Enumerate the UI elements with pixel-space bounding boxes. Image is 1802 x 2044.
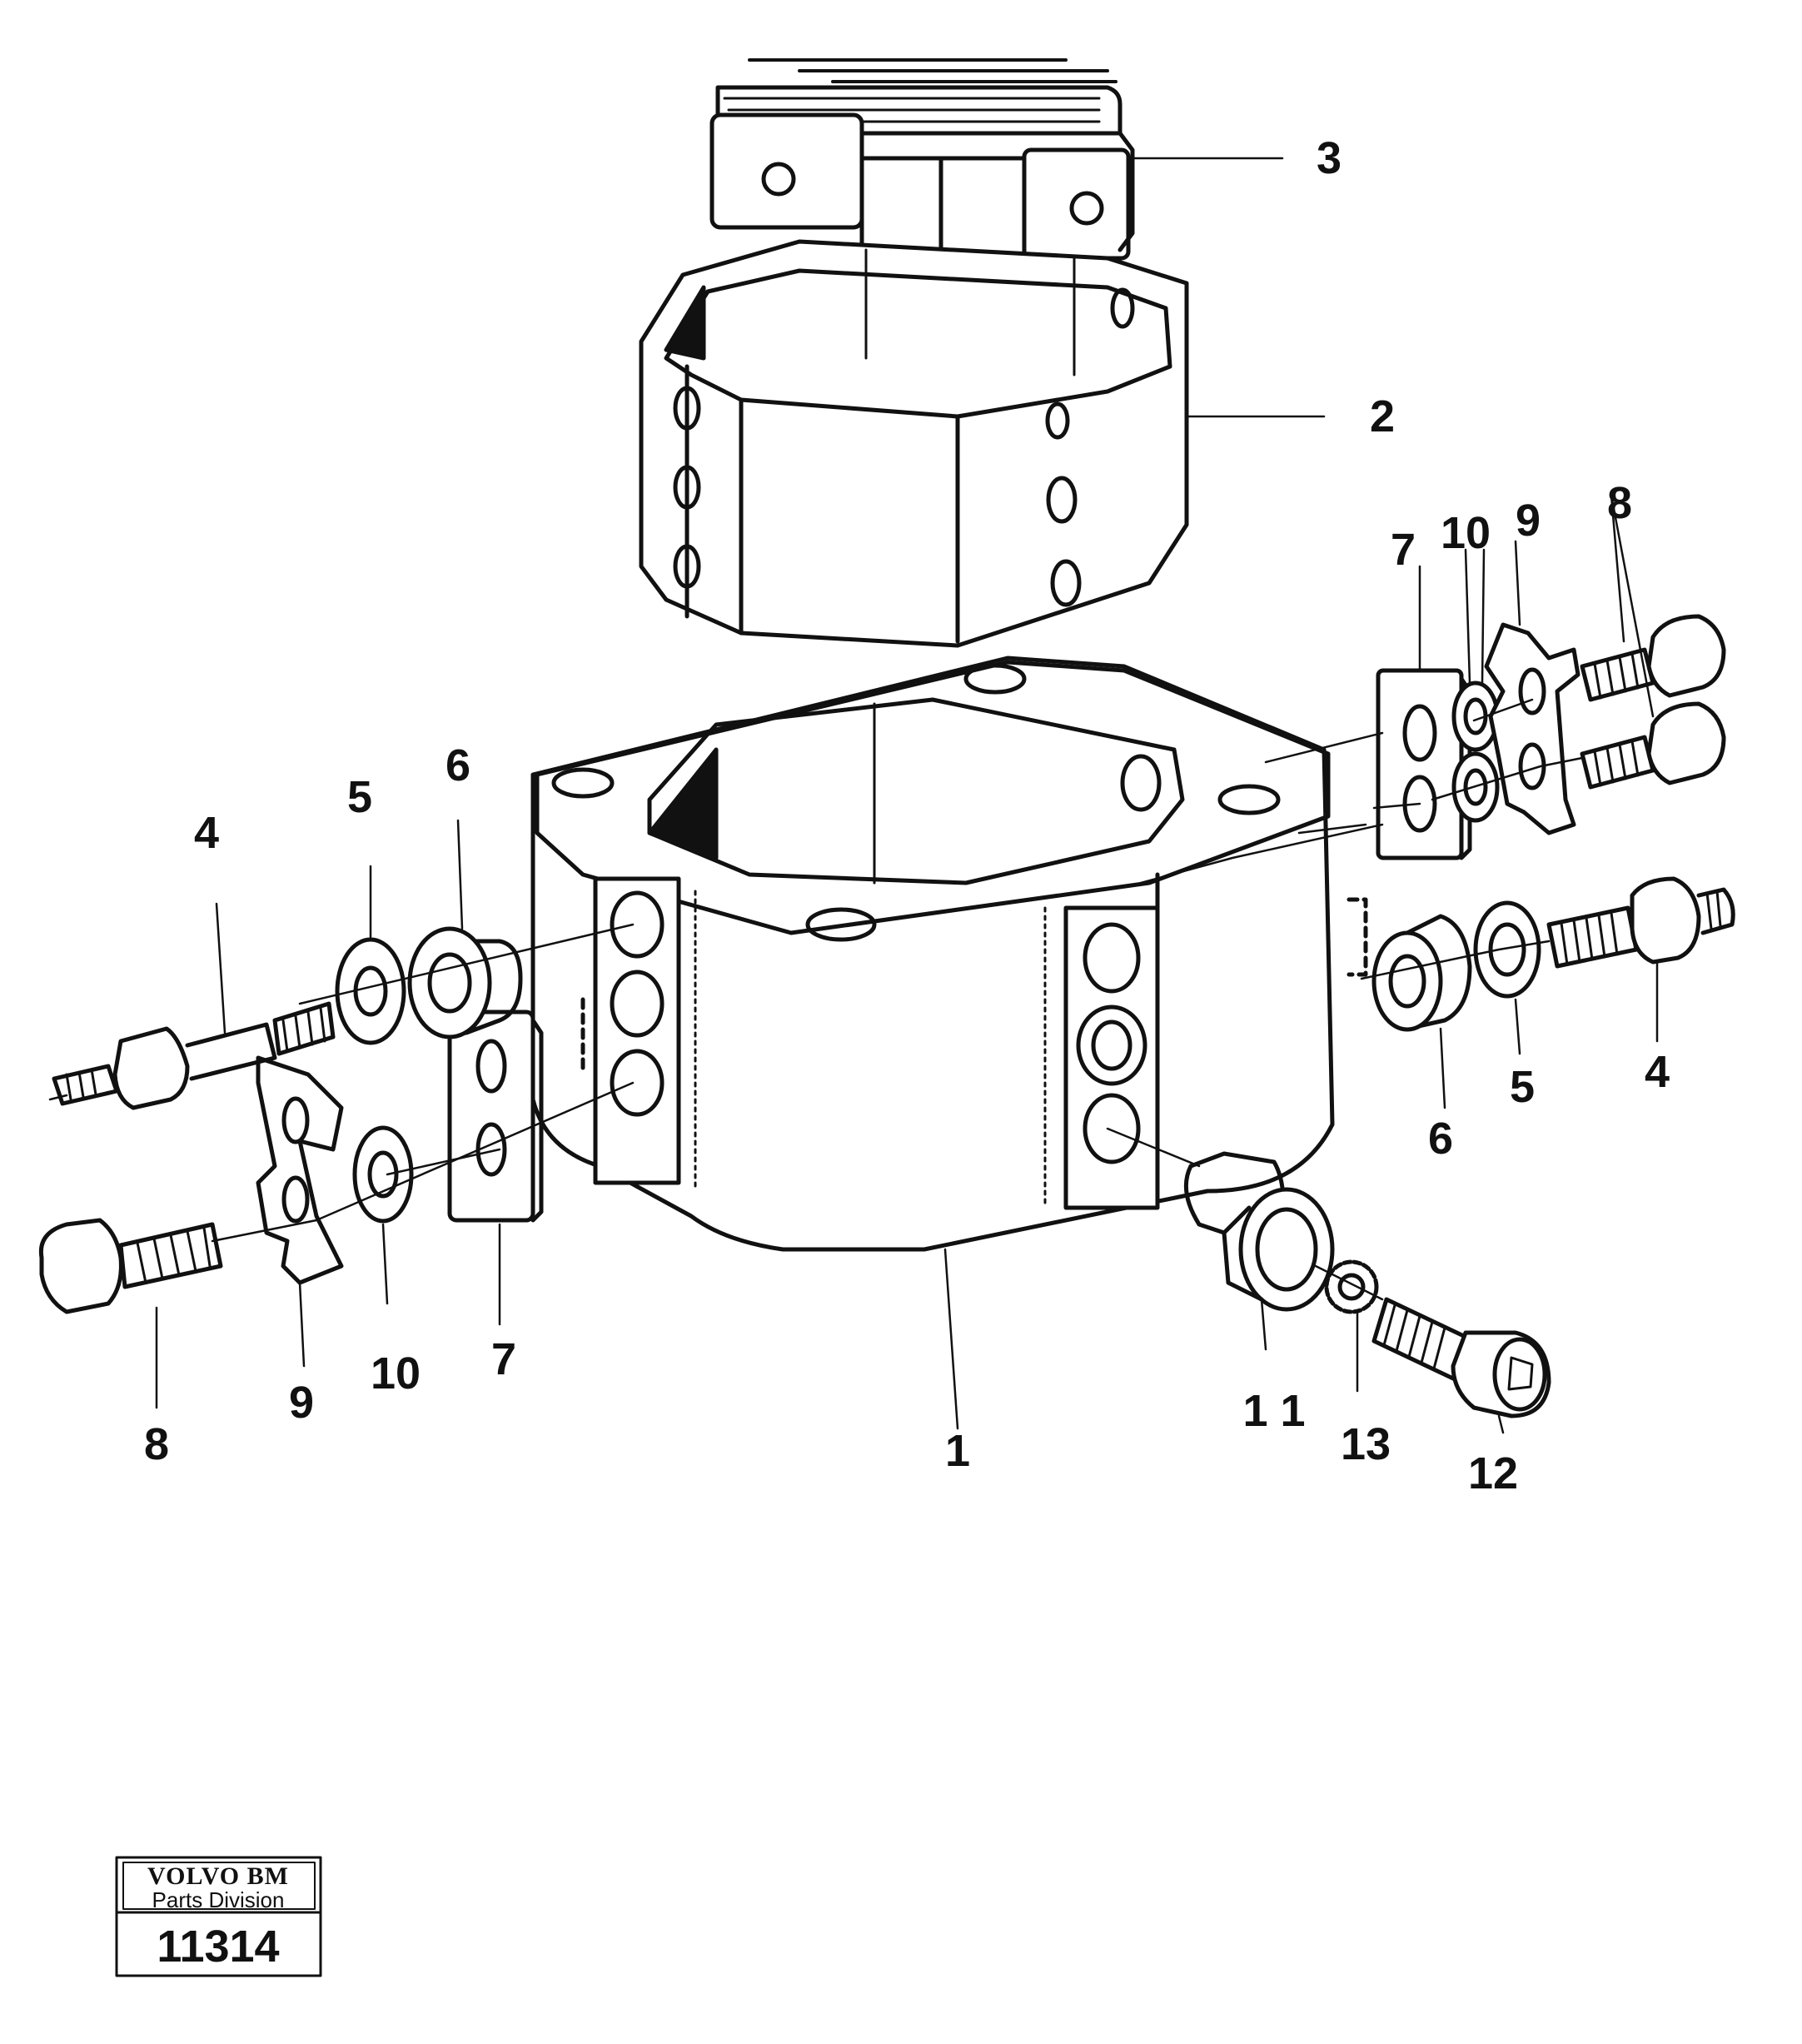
volvo-bm-plate [115, 1856, 322, 1977]
part-8-bolt-left [38, 1218, 223, 1314]
callout-2: 2 [1370, 391, 1395, 441]
callout-6-right: 6 [1428, 1114, 1453, 1164]
plate-division: Parts Division [152, 1887, 285, 1912]
callout-6-left: 6 [446, 740, 470, 790]
callout-4-right: 4 [1645, 1047, 1670, 1097]
part-6-spacer-left [407, 926, 523, 1039]
part-11-bushing [1183, 1151, 1335, 1312]
part-4-stud-left [52, 1001, 336, 1110]
part-9-lock-plate-left [256, 1055, 344, 1285]
callout-8-right: 8 [1607, 478, 1632, 528]
part-8-bolts-right [1580, 614, 1726, 790]
part-3-rubber-pad [709, 58, 1135, 261]
callout-10-left: 10 [371, 1349, 421, 1398]
plate-number: 11314 [157, 1922, 279, 1972]
callout-7-right: 7 [1391, 525, 1416, 575]
part-5-washer-left [335, 937, 406, 1045]
callout-13: 13 [1341, 1419, 1391, 1469]
part-6-spacer-right [1371, 914, 1472, 1032]
part-13-serrated-washer [1324, 1259, 1379, 1314]
callout-10-right: 10 [1441, 508, 1491, 558]
plate-brand: VOLVO BM [147, 1862, 289, 1890]
callout-9-left: 9 [289, 1378, 314, 1428]
callout-4-left: 4 [194, 808, 219, 858]
plate-text: VOLVO BM Parts Division 11314 [147, 1862, 289, 1972]
callout-5-left: 5 [347, 772, 372, 822]
callout-3: 3 [1317, 133, 1342, 183]
part-4-stud-right [1546, 876, 1735, 969]
callout-5-right: 5 [1510, 1062, 1535, 1112]
callout-1: 1 [945, 1426, 970, 1476]
callout-11: 1 1 [1242, 1386, 1305, 1436]
callout-9-right: 9 [1516, 496, 1541, 546]
callout-7-left: 7 [491, 1334, 516, 1384]
callout-labels: 3 2 1 4 5 6 7 8 9 10 1 1 13 12 6 5 4 7 1… [144, 133, 1670, 1498]
part-10-washer-left [352, 1125, 414, 1224]
part-12-socket-screw [1371, 1297, 1551, 1418]
callout-8-left: 8 [144, 1419, 169, 1469]
part-2-sleeve [639, 239, 1189, 648]
part-9-lock-plate-right [1484, 622, 1580, 835]
part-7-tab-plate-left [447, 1010, 544, 1223]
callout-12: 12 [1468, 1448, 1518, 1498]
leader-lines [48, 157, 1659, 1434]
part-1-housing [530, 656, 1368, 1252]
part-5-washer-right [1473, 900, 1541, 999]
